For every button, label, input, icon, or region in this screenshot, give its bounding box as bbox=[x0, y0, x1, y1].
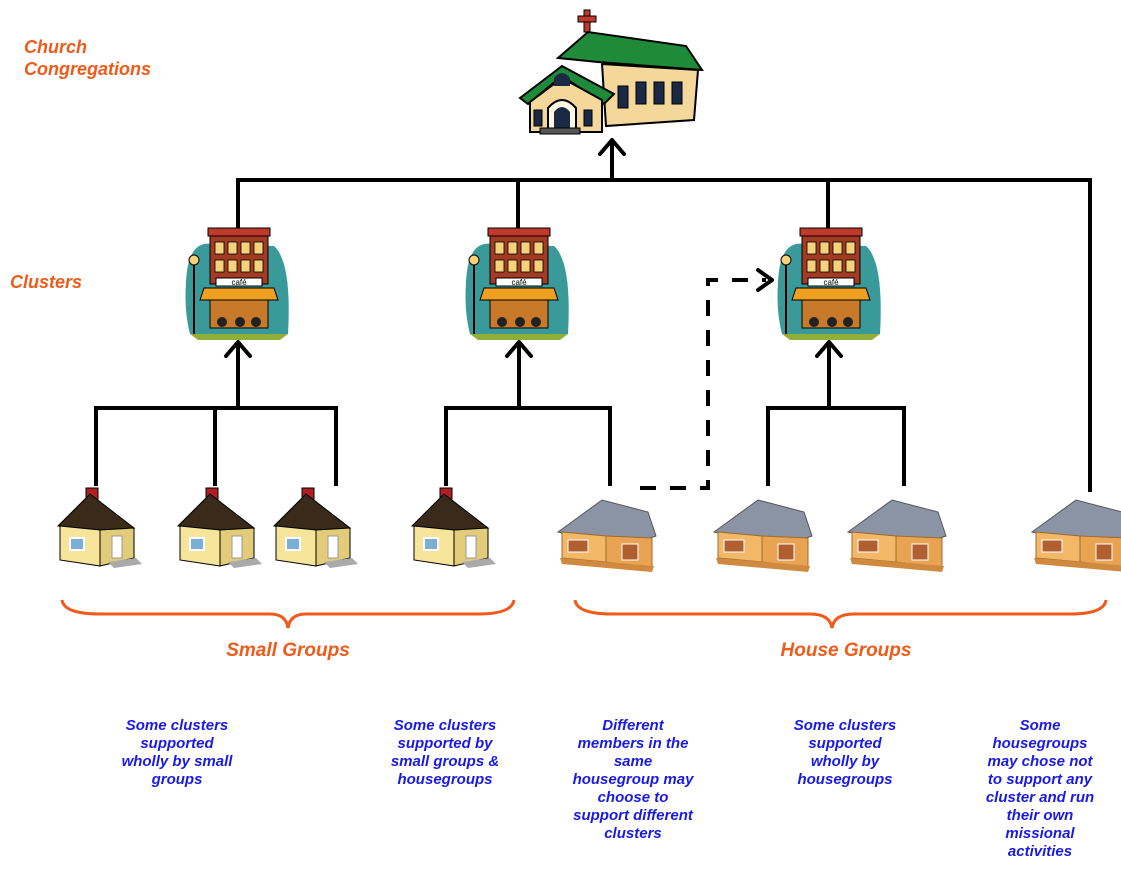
cluster3-arrow-head bbox=[815, 340, 843, 358]
note-mixed-support: Some clusters supported by small groups … bbox=[390, 717, 500, 788]
small-group-house-icon-4 bbox=[410, 487, 496, 568]
cluster1-arrow-head bbox=[224, 340, 252, 358]
church-arrow-head bbox=[598, 138, 626, 156]
small-group-house-icon-3 bbox=[272, 487, 358, 568]
church-congregations-label: Church Congregations bbox=[24, 37, 152, 79]
dashed-arrow-head bbox=[756, 268, 774, 292]
house-groups-brace bbox=[573, 599, 1108, 629]
dashed-cross-cluster-line bbox=[640, 278, 766, 490]
note-different-members: Different members in the same housegroup… bbox=[572, 717, 694, 842]
house-group-bungalow-icon-4 bbox=[1030, 499, 1121, 572]
house-group-bungalow-icon-1 bbox=[556, 499, 657, 572]
cluster-cafe-icon-1: café bbox=[182, 222, 294, 345]
note-housegroups-only: Some clusters supported wholly by houseg… bbox=[793, 717, 897, 788]
church-icon bbox=[518, 9, 704, 135]
house-group-bungalow-icon-2 bbox=[712, 499, 813, 572]
svg-text:café: café bbox=[231, 278, 247, 287]
svg-text:café: café bbox=[823, 278, 839, 287]
note-small-groups-only: Some clusters supported wholly by small … bbox=[121, 717, 233, 788]
svg-text:café: café bbox=[511, 278, 527, 287]
cluster2-arrow-head bbox=[505, 340, 533, 358]
small-group-house-icon-2 bbox=[176, 487, 262, 568]
small-groups-label: Small Groups bbox=[226, 640, 350, 661]
small-groups-brace bbox=[60, 599, 516, 629]
clusters-label: Clusters bbox=[10, 272, 83, 292]
small-group-house-icon-1 bbox=[56, 487, 142, 568]
house-group-bungalow-icon-3 bbox=[846, 499, 947, 572]
house-groups-label: House Groups bbox=[780, 640, 912, 661]
note-independent-housegroups: Some housegroups may chose not to suppor… bbox=[985, 717, 1095, 860]
cluster-cafe-icon-2: café bbox=[462, 222, 574, 345]
cluster-cafe-icon-3: café bbox=[774, 222, 886, 345]
